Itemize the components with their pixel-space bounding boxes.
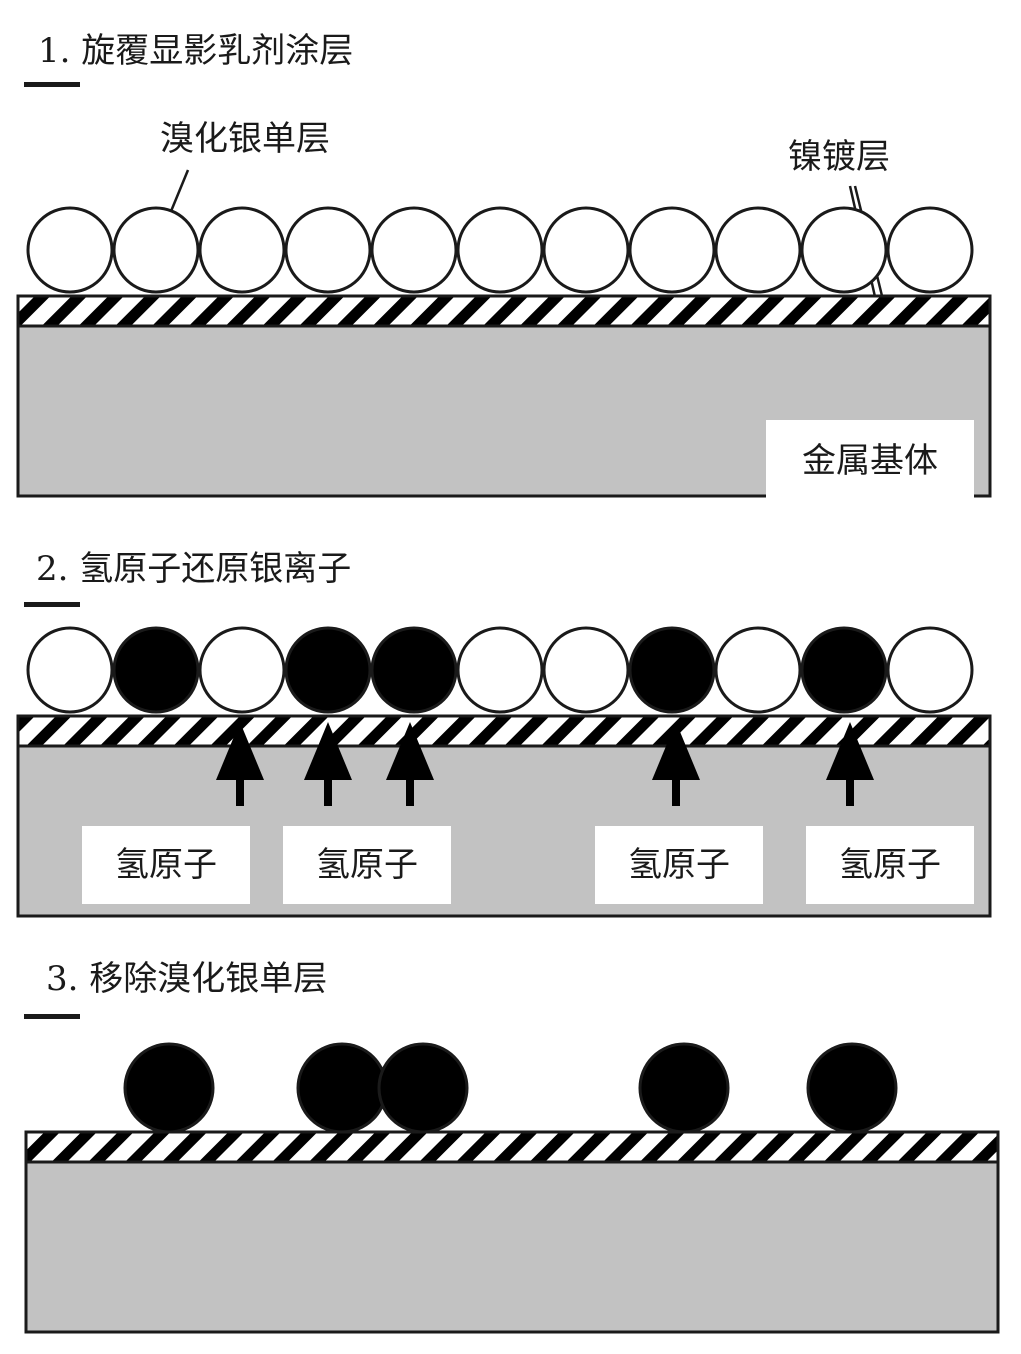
silver-particle-3-5: [377, 1042, 469, 1134]
hydrogen-box-4: 氢原子: [806, 826, 974, 904]
step-1-particles: [26, 206, 974, 294]
substrate-label-box: [766, 420, 974, 498]
hydrogen-arrows: [216, 722, 874, 806]
agbr-particle-1-8: [628, 206, 716, 294]
step-2-title: 2. 氢原子还原银离子: [36, 549, 351, 589]
agbr-particle-2-11: [886, 626, 974, 714]
hydrogen-box-3: 氢原子: [595, 826, 763, 904]
step-3-nickel-layer: [24, 1130, 1000, 1164]
hydrogen-box-1-bg: [82, 826, 250, 904]
hydrogen-box-2-label: 氢原子: [316, 845, 418, 885]
hydrogen-arrow-shaft-1: [236, 772, 244, 806]
agbr-particle-2-1: [26, 626, 114, 714]
silver-particle-3-8: [638, 1042, 730, 1134]
agbr-particle-2-3: [198, 626, 286, 714]
silver-particle-3-4: [296, 1042, 388, 1134]
label-nickel-layer: 镍镀层: [788, 137, 890, 177]
hydrogen-arrow-head-2: [304, 722, 352, 780]
step-1-nickel-layer: [16, 294, 992, 328]
agbr-particle-2-9: [714, 626, 802, 714]
agbr-particle-1-10: [800, 206, 888, 294]
silver-particle-2-8: [628, 626, 716, 714]
step-3-title: 3. 移除溴化银单层: [46, 959, 327, 999]
silver-particle-3-10: [806, 1042, 898, 1134]
hydrogen-box-4-label: 氢原子: [839, 845, 941, 885]
silver-particle-2-2: [112, 626, 200, 714]
silver-particle-2-5: [370, 626, 458, 714]
step-2: 2. 氢原子还原银离子 氢原子 氢原子 氢原子 氢原子: [16, 549, 992, 918]
agbr-particle-1-11: [886, 206, 974, 294]
step-2-nickel-layer: [16, 714, 992, 748]
hydrogen-arrow-head-4: [652, 722, 700, 780]
silver-particle-2-4: [284, 626, 372, 714]
step-3-particles: [123, 1042, 898, 1134]
agbr-particle-1-7: [542, 206, 630, 294]
agbr-particle-2-6: [456, 626, 544, 714]
hydrogen-box-1: 氢原子: [82, 826, 250, 904]
step-2-particles: [26, 626, 974, 714]
agbr-particle-1-6: [456, 206, 544, 294]
silver-particle-2-10: [800, 626, 888, 714]
step-1: 1. 旋覆显影乳剂涂层 溴化银单层 镍镀层 金属基体: [16, 31, 992, 498]
hydrogen-box-3-label: 氢原子: [628, 845, 730, 885]
agbr-particle-2-7: [542, 626, 630, 714]
agbr-particle-1-1: [26, 206, 114, 294]
step-3-title-underline: [24, 1014, 80, 1019]
hydrogen-arrow-head-1: [216, 722, 264, 780]
step-1-title-underline: [24, 82, 80, 87]
agbr-particle-1-3: [198, 206, 286, 294]
hydrogen-box-3-bg: [595, 826, 763, 904]
hydrogen-arrow-shaft-5: [846, 772, 854, 806]
hydrogen-arrow-shaft-3: [406, 772, 414, 806]
step-2-title-underline: [24, 602, 80, 607]
hydrogen-box-2: 氢原子: [283, 826, 451, 904]
silver-particle-3-2: [123, 1042, 215, 1134]
hydrogen-arrow-shaft-2: [324, 772, 332, 806]
label-metal-substrate: 金属基体: [802, 441, 938, 481]
hydrogen-box-4-bg: [806, 826, 974, 904]
hydrogen-arrow-shaft-4: [672, 772, 680, 806]
hydrogen-box-2-bg: [283, 826, 451, 904]
agbr-particle-1-2: [112, 206, 200, 294]
agbr-particle-1-9: [714, 206, 802, 294]
agbr-particle-1-4: [284, 206, 372, 294]
hydrogen-arrow-head-3: [386, 722, 434, 780]
label-agbr-monolayer: 溴化银单层: [160, 119, 330, 159]
hydrogen-box-1-label: 氢原子: [115, 845, 217, 885]
hydrogen-arrow-head-5: [826, 722, 874, 780]
step-3-substrate: [24, 1160, 1000, 1334]
step-1-title: 1. 旋覆显影乳剂涂层: [38, 31, 353, 71]
step-3: 3. 移除溴化银单层: [24, 959, 1000, 1334]
agbr-particle-1-5: [370, 206, 458, 294]
